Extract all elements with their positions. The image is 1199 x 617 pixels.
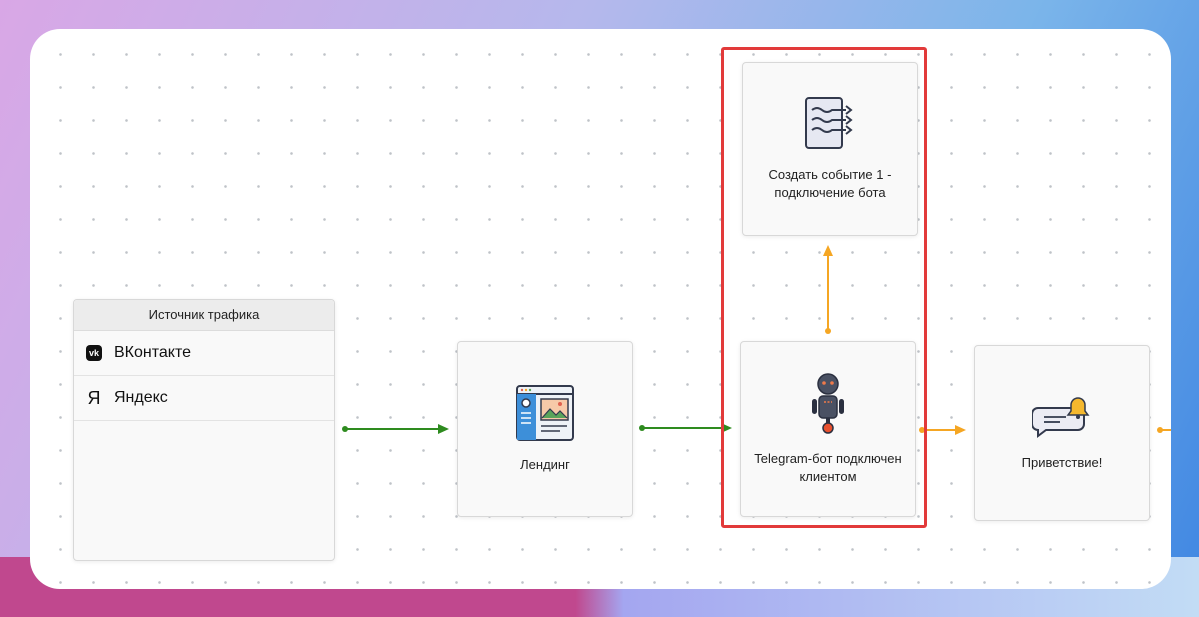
highlight-frame: [721, 47, 927, 528]
node-label: Создать событие 1 - подключение бота: [768, 167, 892, 200]
connector-bot-to-greeting: [919, 425, 966, 435]
robot-icon: [812, 373, 844, 434]
source-item-label: ВКонтакте: [114, 344, 191, 361]
vk-icon: vk: [86, 345, 102, 361]
source-item-label: Яндекс: [114, 389, 168, 406]
traffic-source-title: Источник трафика: [74, 300, 334, 331]
node-create-event[interactable]: Создать событие 1 - подключение бота: [742, 62, 918, 236]
connector-bot-to-event: [823, 245, 833, 334]
connector-source-to-landing: [342, 424, 449, 434]
landing-page-icon: [516, 385, 574, 441]
node-greeting[interactable]: Приветствие!: [974, 345, 1150, 521]
node-label: Приветствие!: [1021, 455, 1103, 470]
connector-landing-to-bot: [639, 423, 732, 433]
yandex-icon: Я: [87, 387, 101, 408]
node-telegram-bot[interactable]: Telegram-бот подключен клиентом: [740, 341, 916, 517]
source-item-vkontakte[interactable]: vk ВКонтакте: [74, 331, 334, 376]
traffic-source-panel[interactable]: Источник трафика vk ВКонтакте Я Яндекс: [73, 299, 335, 561]
node-label: Telegram-бот подключен клиентом: [754, 451, 902, 484]
connector-greeting-to-next: [1157, 427, 1171, 433]
source-item-yandex[interactable]: Я Яндекс: [74, 376, 334, 421]
message-bell-icon: [1032, 397, 1090, 438]
flow-canvas[interactable]: Источник трафика vk ВКонтакте Я Яндекс: [30, 29, 1171, 589]
node-label: Лендинг: [520, 457, 570, 472]
node-landing[interactable]: Лендинг: [457, 341, 633, 517]
event-document-icon: [805, 97, 853, 149]
